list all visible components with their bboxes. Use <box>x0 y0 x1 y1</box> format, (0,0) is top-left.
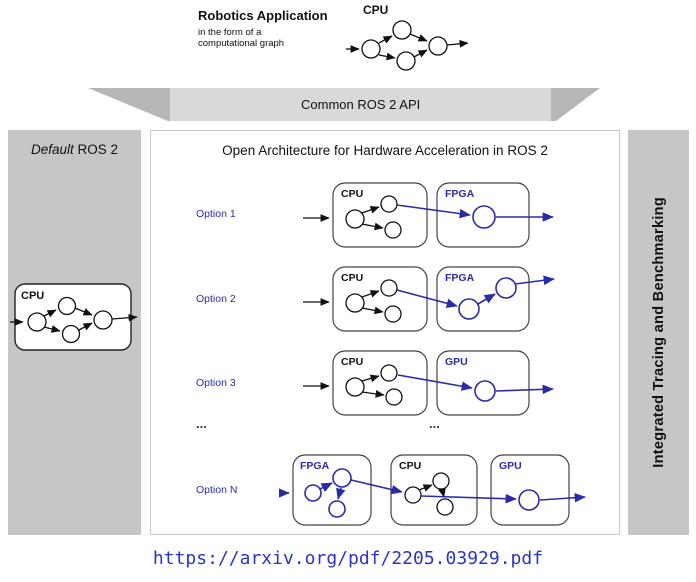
option-1-label: Option 1 <box>196 208 236 220</box>
header: Robotics Application in the form of a co… <box>198 8 328 49</box>
ros2-api-banner-band: Common ROS 2 API <box>169 88 552 121</box>
header-computational-graph <box>346 20 469 71</box>
header-title: Robotics Application <box>198 8 328 23</box>
default-cpu-graph: CPU <box>10 283 138 351</box>
tracing-panel: Integrated Tracing and Benchmarking <box>628 130 689 535</box>
option-3-gpu-label: GPU <box>445 356 468 368</box>
option-n-gpu-label: GPU <box>499 460 522 472</box>
option-2-label: Option 2 <box>196 293 236 305</box>
arxiv-url-link[interactable]: https://arxiv.org/pdf/2205.03929.pdf <box>152 548 544 569</box>
option-3-graph: CPU GPU <box>303 350 554 416</box>
option-1-fpga-label: FPGA <box>445 188 475 200</box>
default-cpu-box-label: CPU <box>21 290 44 302</box>
open-architecture-panel: Open Architecture for Hardware Accelerat… <box>150 130 620 535</box>
tracing-panel-title: Integrated Tracing and Benchmarking <box>650 197 667 468</box>
open-architecture-title: Open Architecture for Hardware Accelerat… <box>222 143 548 158</box>
ros2-api-banner: Common ROS 2 API <box>88 88 600 121</box>
option-1-graph: CPU FPGA <box>303 182 554 248</box>
option-2-fpga-label: FPGA <box>445 272 475 284</box>
header-subtitle-line1: in the form of a <box>198 27 262 38</box>
option-2-graph: CPU FPGA <box>303 266 555 332</box>
default-ros2-panel: Default ROS 2 CPU <box>8 130 141 535</box>
options-ellipsis-center: ... <box>429 416 440 431</box>
option-n-graph: FPGA CPU GPU <box>279 454 586 526</box>
ros2-api-label: Common ROS 2 API <box>301 97 421 112</box>
option-3-cpu-label: CPU <box>341 356 363 368</box>
header-subtitle-line2: computational graph <box>198 38 285 49</box>
option-2-cpu-label: CPU <box>341 272 363 284</box>
option-n-cpu-label: CPU <box>399 460 421 472</box>
default-ros2-title: Default ROS 2 <box>8 130 141 157</box>
options-ellipsis-left: ... <box>196 416 207 431</box>
option-n-fpga-label: FPGA <box>300 460 330 472</box>
default-ros2-title-rest: ROS 2 <box>73 142 119 157</box>
default-ros2-title-em: Default <box>30 142 74 157</box>
option-n-label: Option N <box>196 484 238 496</box>
header-cpu-label: CPU <box>363 3 389 17</box>
option-1-cpu-label: CPU <box>341 188 363 200</box>
option-3-label: Option 3 <box>196 377 236 389</box>
